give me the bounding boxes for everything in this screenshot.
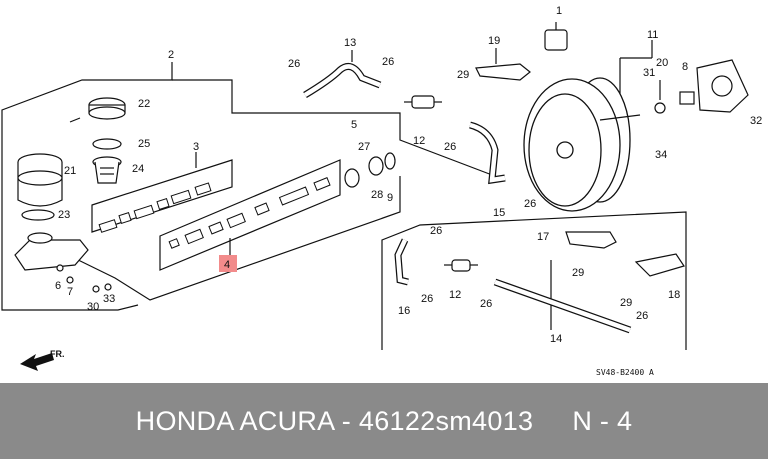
- drawing-code: SV48-B2400 A: [596, 368, 654, 377]
- piston-kit-4-parts: [168, 177, 331, 249]
- clip-23: [21, 209, 55, 221]
- callout-13: 13: [344, 37, 356, 49]
- check-valve-12b: [444, 259, 478, 272]
- callout-20: 20: [656, 57, 668, 69]
- plate-10: [696, 59, 749, 113]
- bracket-18: [634, 253, 685, 277]
- footer-bar: HONDA ACURA - 46122sm4013 N - 4: [0, 383, 768, 459]
- callout-15: 15: [493, 207, 505, 219]
- nut-34: [654, 102, 666, 114]
- callout-26g: 26: [480, 298, 492, 310]
- seal-ring-25: [92, 138, 122, 150]
- callout-labels: 1 2 3 5 6 7 8 9 11 12 12 13 14 15 16 17 …: [55, 5, 762, 345]
- callout-29b: 29: [572, 267, 584, 279]
- callout-26c: 26: [444, 141, 456, 153]
- callout-5: 5: [351, 119, 357, 131]
- front-direction-arrow: FR.: [20, 349, 65, 371]
- callout-26h: 26: [636, 310, 648, 322]
- piston-kit-3-parts: [98, 182, 212, 233]
- brake-booster: [523, 77, 641, 212]
- callout-29c: 29: [620, 297, 632, 309]
- callout-22: 22: [138, 98, 150, 110]
- direction-label: FR.: [50, 349, 65, 359]
- callout-21: 21: [64, 165, 76, 177]
- strainer-24: [92, 156, 122, 184]
- bracket-17: [565, 231, 617, 249]
- callout-12b: 12: [449, 289, 461, 301]
- callout-1: 1: [556, 5, 562, 17]
- parts-diagram: FR. 4 1 2 3 5 6 7 8 9 11 12 12 13 14 15 …: [1, 5, 762, 377]
- clip-31: [679, 91, 695, 105]
- callout-17: 17: [537, 231, 549, 243]
- callout-4[interactable]: 4: [224, 259, 230, 271]
- kit-box-3: [91, 159, 233, 233]
- assembly-outline-2c: [67, 176, 401, 301]
- callout-33: 33: [103, 293, 115, 305]
- callout-18: 18: [668, 289, 680, 301]
- callout-7: 7: [67, 286, 73, 298]
- callout-32: 32: [750, 115, 762, 127]
- callout-30: 30: [87, 301, 99, 313]
- callout-2: 2: [168, 49, 174, 61]
- callout-29a: 29: [457, 69, 469, 81]
- callout-26a: 26: [288, 58, 300, 70]
- callout-9: 9: [387, 192, 393, 204]
- bracket-19: [475, 63, 531, 81]
- reservoir-cap-22: [69, 97, 126, 123]
- seals-27-28-9: [344, 152, 396, 188]
- kit-box-4: [159, 159, 341, 271]
- master-cylinder-body: [14, 232, 112, 293]
- callout-34: 34: [655, 149, 667, 161]
- callout-26b: 26: [382, 56, 394, 68]
- booster-kit-box: [381, 211, 687, 350]
- callout-8: 8: [682, 61, 688, 73]
- callout-3: 3: [193, 141, 199, 153]
- callout-26e: 26: [430, 225, 442, 237]
- callout-31: 31: [643, 67, 655, 79]
- callout-27: 27: [358, 141, 370, 153]
- gasket-1: [544, 29, 568, 51]
- part-number-caption: HONDA ACURA - 46122sm4013 N - 4: [135, 405, 633, 436]
- callout-28: 28: [371, 189, 383, 201]
- reservoir-21: [17, 153, 63, 207]
- callout-25: 25: [138, 138, 150, 150]
- highlight-box-part-4[interactable]: [219, 255, 237, 272]
- callout-6: 6: [55, 280, 61, 292]
- callout-12a: 12: [413, 135, 425, 147]
- callout-14: 14: [550, 333, 562, 345]
- check-valve-12: [404, 95, 442, 109]
- callout-11: 11: [647, 29, 658, 41]
- callout-24: 24: [132, 163, 144, 175]
- callout-26d: 26: [524, 198, 536, 210]
- callout-16: 16: [398, 305, 410, 317]
- callout-19: 19: [488, 35, 500, 47]
- callout-26f: 26: [421, 293, 433, 305]
- assembly-outline-2b: [172, 79, 501, 179]
- callout-23: 23: [58, 209, 70, 221]
